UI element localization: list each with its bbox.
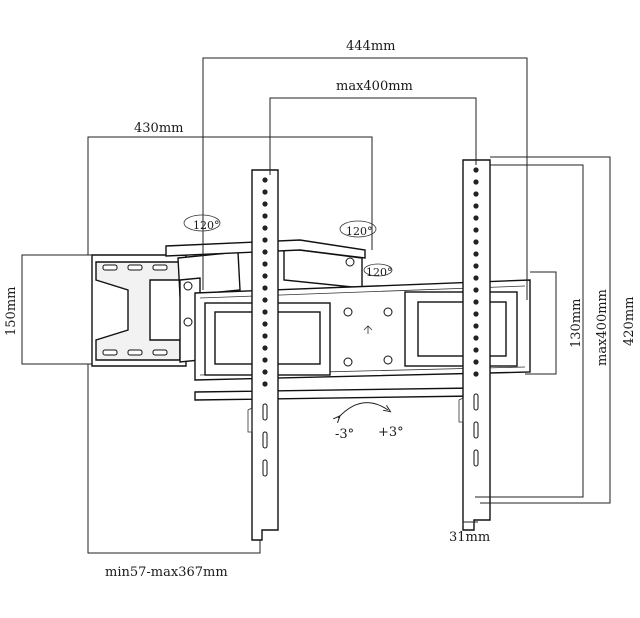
rail-hole [473, 239, 479, 245]
right-rail [458, 159, 491, 531]
label-wall-plate-height: 150mm [4, 287, 19, 336]
label-max-vesa-horizontal: max400mm [336, 79, 413, 94]
rail-hole [473, 215, 479, 221]
rotation-arcs [183, 214, 393, 418]
rail-hole [473, 251, 479, 257]
rail-hole [262, 249, 268, 255]
rail-hole [262, 177, 268, 183]
rail-hole [473, 311, 479, 317]
rail-hole [262, 369, 268, 375]
label-swivel-3: 120° [366, 266, 393, 279]
rail-hole [262, 237, 268, 243]
rail-hole [473, 167, 479, 173]
rail-slot [262, 459, 268, 477]
rail-hole [262, 189, 268, 195]
rail-hole [473, 191, 479, 197]
rail-hole [473, 263, 479, 269]
label-overall-height: 420mm [622, 297, 637, 346]
label-tilt-minus: -3° [335, 427, 354, 442]
wall-plate [91, 254, 187, 367]
rail-hole [262, 333, 268, 339]
rail-hole [473, 371, 479, 377]
rail-hole [262, 273, 268, 279]
rail-hole [262, 345, 268, 351]
label-wall-plate-width: 430mm [134, 121, 183, 136]
label-swivel-2: 120° [346, 225, 373, 238]
rail-hole [262, 213, 268, 219]
rail-slot [473, 393, 479, 411]
label-rail-spacing: 130mm [569, 299, 584, 348]
label-swivel-1: 120° [193, 219, 220, 232]
rail-hole [473, 227, 479, 233]
rail-hole [473, 179, 479, 185]
rail-hole [262, 297, 268, 303]
rail-hole [473, 335, 479, 341]
rail-hole [473, 275, 479, 281]
rail-hole [473, 323, 479, 329]
rail-hole [262, 201, 268, 207]
rail-hole [262, 381, 268, 387]
dimension-lines [21, 57, 611, 554]
rail-hole [262, 225, 268, 231]
rail-hole [473, 203, 479, 209]
label-tilt-plus: +3° [378, 425, 404, 440]
rail-slot [473, 421, 479, 439]
rail-hole [262, 321, 268, 327]
rail-slot [262, 403, 268, 421]
rail-hole [262, 285, 268, 291]
label-overall-width: 444mm [346, 39, 395, 54]
label-extension: min57-max367mm [105, 565, 228, 580]
label-rail-depth: 31mm [449, 530, 490, 545]
rail-hole [473, 347, 479, 353]
rail-hole [473, 299, 479, 305]
rail-slot [262, 431, 268, 449]
rail-hole [473, 359, 479, 365]
rail-hole [262, 261, 268, 267]
rail-hole [473, 287, 479, 293]
rail-slot [473, 449, 479, 467]
rail-hole [262, 309, 268, 315]
rail-hole [262, 357, 268, 363]
left-rail [247, 169, 279, 541]
label-max-vesa-vertical: max400mm [595, 289, 610, 366]
